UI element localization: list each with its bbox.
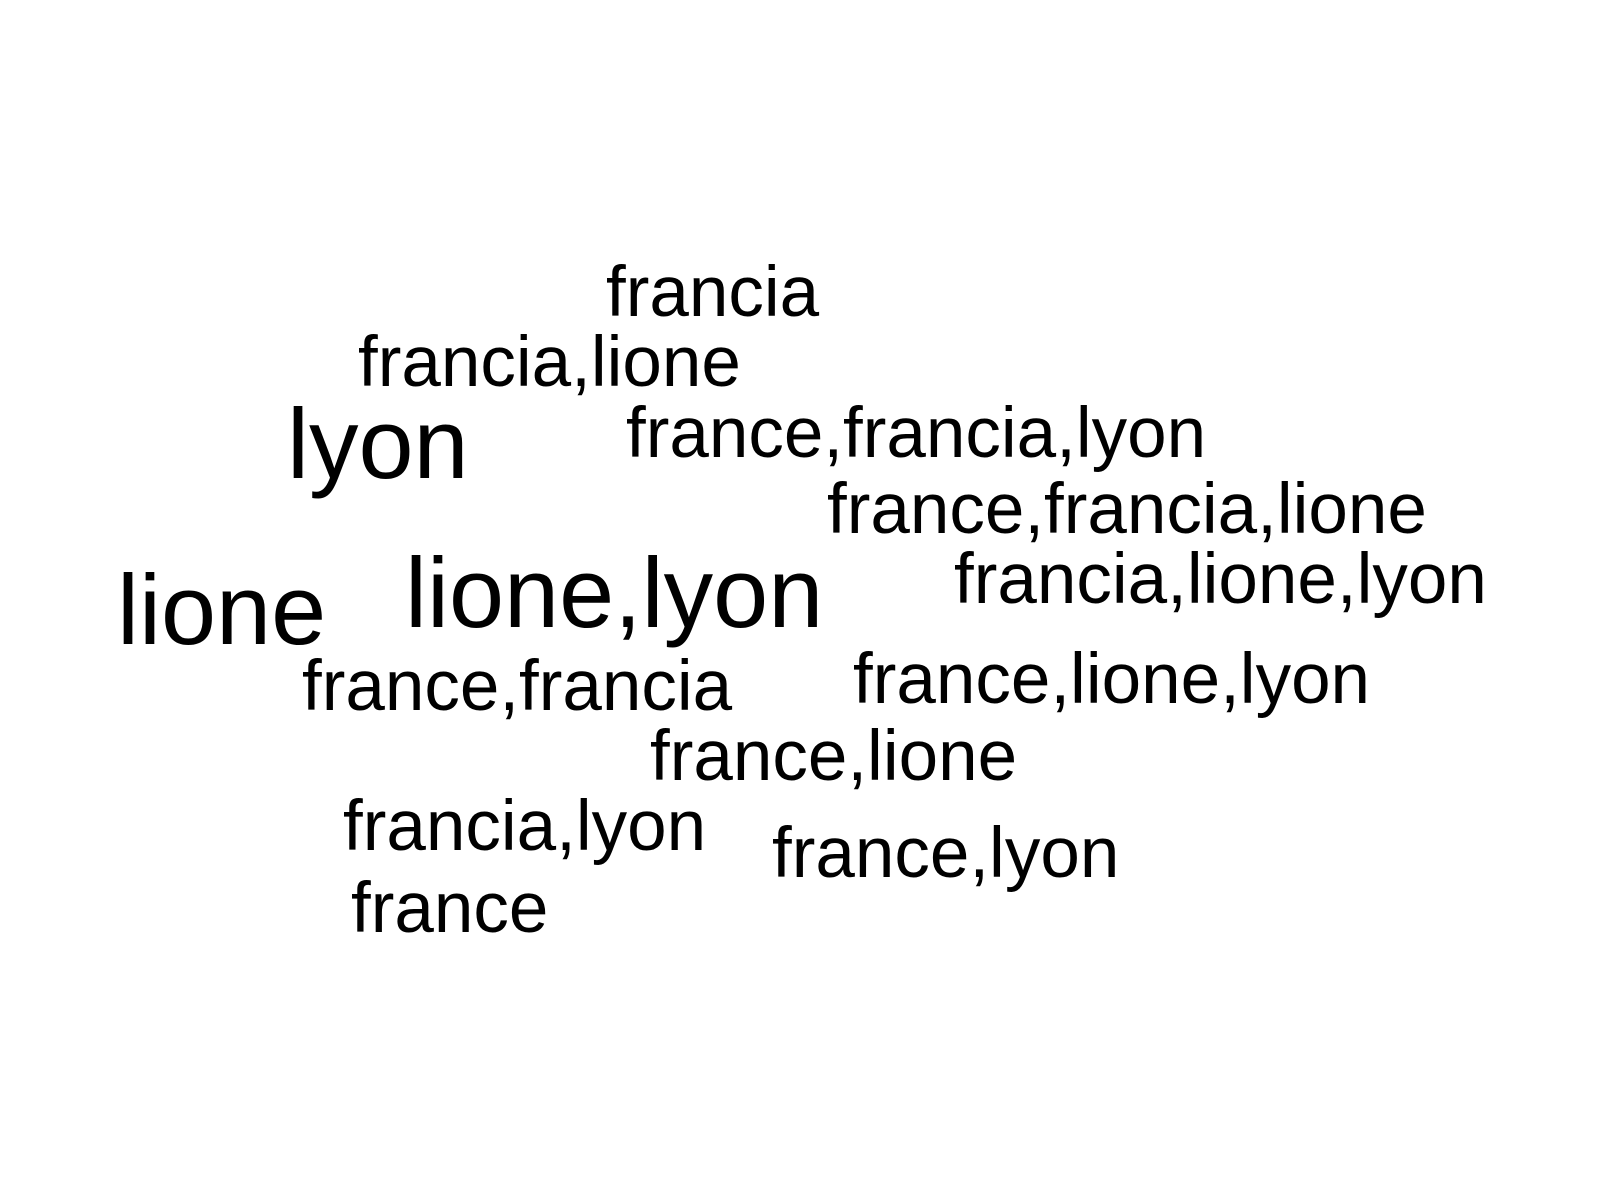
word-francia-lione-lyon: francia,lione,lyon — [954, 540, 1487, 619]
word-francia: francia — [606, 253, 820, 332]
word-france-francia-lyon: france,francia,lyon — [626, 394, 1207, 473]
word-lyon: lyon — [287, 388, 469, 499]
word-france-lione: france,lione — [650, 717, 1018, 796]
word-lione-lyon: lione,lyon — [405, 537, 824, 648]
word-france-lyon: france,lyon — [772, 814, 1120, 893]
word-francia-lyon: francia,lyon — [343, 787, 707, 866]
word-france-lione-lyon: france,lione,lyon — [853, 640, 1371, 719]
word-france-francia: france,francia — [302, 647, 733, 726]
word-lione: lione — [117, 554, 327, 665]
word-francia-lione: francia,lione — [358, 323, 741, 402]
word-france: france — [351, 869, 549, 948]
word-france-francia-lione: france,francia,lione — [827, 470, 1427, 549]
